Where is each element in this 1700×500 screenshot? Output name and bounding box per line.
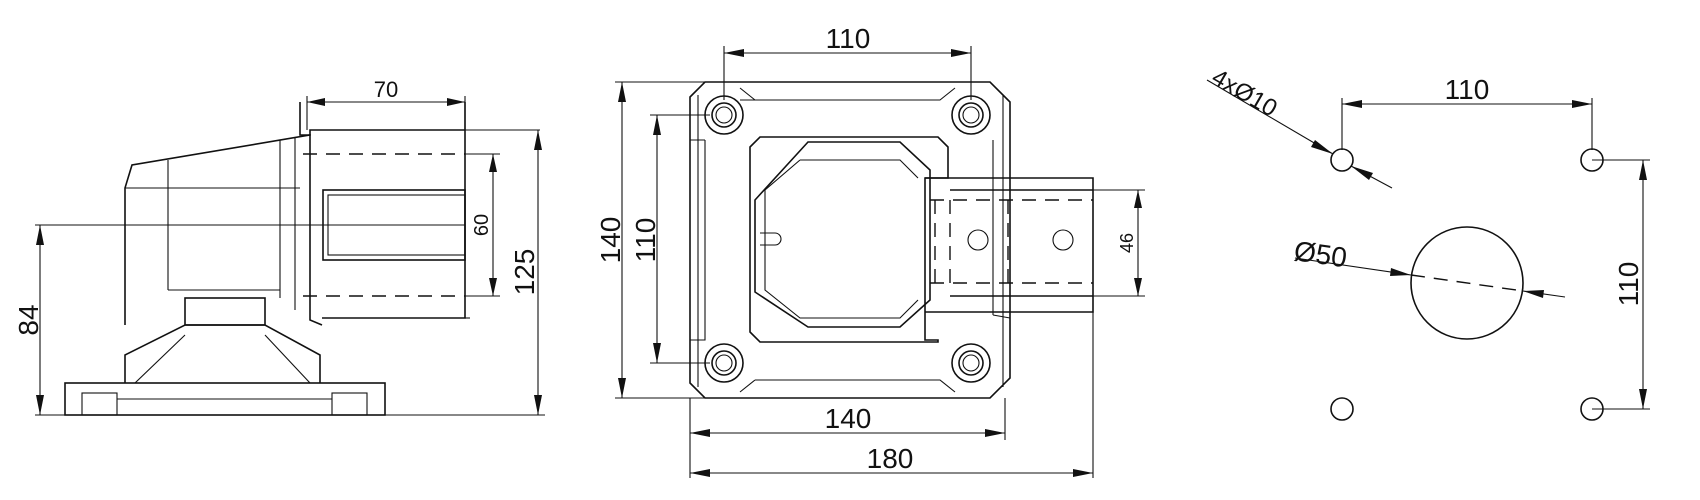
pattern-hole-top-left <box>1330 148 1354 172</box>
dim-side-70: 70 <box>374 77 398 102</box>
octagon-body <box>754 141 931 328</box>
dim-pattern-110-vertical: 110 <box>1613 262 1644 307</box>
pattern-center-bore <box>1410 226 1524 340</box>
dim-top-110: 110 <box>826 23 871 54</box>
dim-top-140-vertical: 140 <box>595 217 626 264</box>
arm-hole-left <box>967 229 989 251</box>
dim-side-60: 60 <box>471 214 493 236</box>
frame-window <box>749 136 949 343</box>
housing-body <box>124 134 323 326</box>
frame-outer <box>689 81 1011 399</box>
dim-pattern-110-horizontal: 110 <box>1445 74 1490 105</box>
dim-side-125: 125 <box>509 249 540 296</box>
base-foot-right <box>331 392 368 416</box>
arm-hole-right <box>1052 229 1074 251</box>
top-view: 110 140 110 140 180 46 <box>595 23 1145 478</box>
hole-pattern-view: 110 110 4xØ10 Ø50 <box>1206 64 1650 421</box>
dim-top-140-horizontal: 140 <box>825 403 872 434</box>
dim-pattern-d50: Ø50 <box>1292 235 1349 273</box>
arm-housing <box>299 102 466 319</box>
base-plate <box>64 382 386 416</box>
base-foot-left <box>81 392 118 416</box>
side-view: 70 60 125 84 <box>13 77 545 416</box>
dim-side-84: 84 <box>13 304 44 335</box>
pattern-hole-bottom-left <box>1330 397 1354 421</box>
flange <box>124 324 321 383</box>
dim-pattern-4x-d10: 4xØ10 <box>1207 64 1282 123</box>
mounting-holes <box>704 95 991 383</box>
dim-top-46: 46 <box>1117 233 1137 253</box>
dim-top-180: 180 <box>867 443 914 474</box>
dim-top-110-vertical: 110 <box>630 218 661 263</box>
neck <box>184 297 266 326</box>
arm-plan <box>925 177 1094 313</box>
